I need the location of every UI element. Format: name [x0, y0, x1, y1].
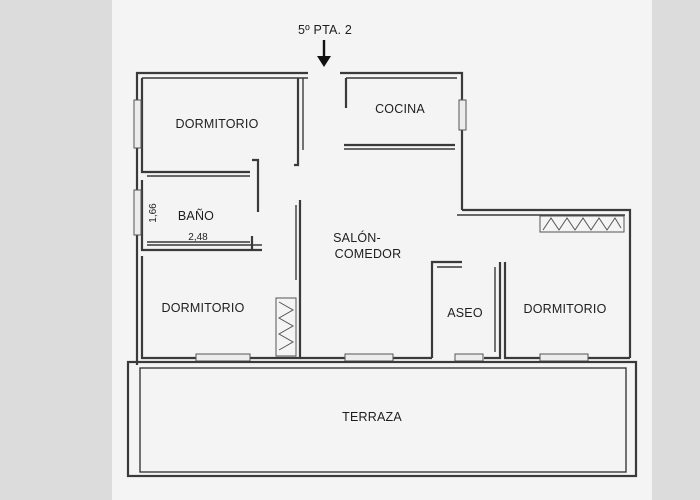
room-aseo: ASEO — [430, 260, 502, 360]
room-salon-comedor: SALÓN- COMEDOR — [300, 230, 432, 360]
room-dormitorio-1: DORMITORIO — [140, 78, 304, 177]
entrance-arrow-icon — [317, 40, 331, 67]
room-label-terraza: TERRAZA — [342, 410, 402, 424]
dimension-bano-height: 1,66 — [148, 203, 159, 223]
room-bano: BAÑO 1,66 2,48 — [140, 158, 262, 252]
room-label-dormitorio-3: DORMITORIO — [523, 302, 606, 316]
dimension-bano-width: 2,48 — [188, 232, 208, 243]
exterior-walls — [135, 71, 632, 365]
entrance-label: 5º PTA. 2 — [298, 23, 352, 37]
room-dormitorio-3: DORMITORIO — [503, 215, 630, 360]
room-cocina: COCINA — [344, 78, 455, 150]
room-label-salon: SALÓN- — [333, 230, 381, 245]
room-label-bano: BAÑO — [178, 209, 214, 223]
room-label-cocina: COCINA — [375, 102, 425, 116]
room-label-comedor: COMEDOR — [335, 247, 402, 261]
room-label-aseo: ASEO — [447, 306, 483, 320]
room-terraza: TERRAZA — [126, 360, 638, 478]
room-label-dormitorio-2: DORMITORIO — [161, 301, 244, 315]
room-label-dormitorio-1: DORMITORIO — [175, 117, 258, 131]
